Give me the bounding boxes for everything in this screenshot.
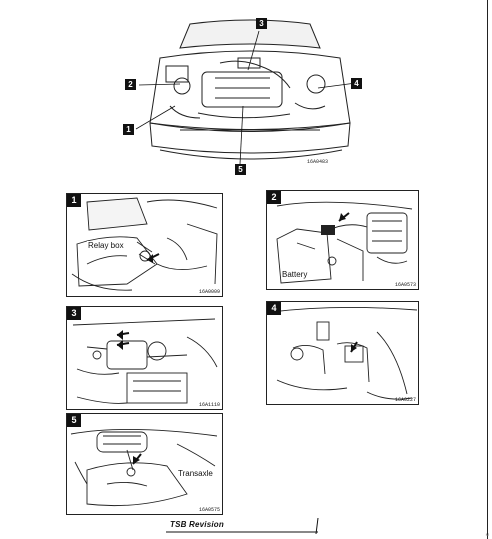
relay-box-label: Relay box (87, 241, 125, 250)
engine-bay-overview: 3 2 4 1 5 16A0483 (120, 18, 370, 176)
panel-2-drawing (276, 201, 413, 284)
tsb-revision-footer: TSB Revision (166, 517, 320, 535)
panel-5: 5 Transaxle 16A0575 (66, 413, 223, 515)
panel-4-code: 16A0227 (394, 397, 416, 403)
callout-2: 2 (125, 79, 136, 90)
transaxle-label: Transaxle (177, 469, 214, 478)
panel-5-drawing (70, 429, 218, 507)
page-edge-line (487, 0, 488, 539)
panel-1-code: 16A0009 (198, 289, 220, 295)
tsb-revision-text: TSB Revision (170, 520, 224, 529)
panel-4-number: 4 (267, 302, 281, 315)
callout-1: 1 (123, 124, 134, 135)
panel-4: 4 16A0227 (266, 301, 419, 405)
panel-5-number: 5 (67, 414, 81, 427)
panel-2-number: 2 (267, 191, 281, 204)
callout-3: 3 (256, 18, 267, 29)
panel-3: 3 16A1110 (66, 306, 223, 410)
overview-code: 16A0483 (307, 159, 329, 165)
corner-mark: M (485, 532, 489, 537)
panel-3-number: 3 (67, 307, 81, 320)
battery-label: Battery (281, 270, 309, 279)
panel-1-number: 1 (67, 194, 81, 207)
panel-2-code: 16A0573 (394, 282, 416, 288)
panel-3-drawing (72, 318, 218, 404)
footer-border (166, 517, 319, 535)
panel-2: 2 Battery 16A0573 (266, 190, 419, 290)
callout-5: 5 (235, 164, 246, 175)
panel-5-code: 16A0575 (198, 507, 220, 513)
panel-4-drawing (270, 306, 418, 400)
panel-3-code: 16A1110 (198, 402, 220, 408)
engine-bay-drawing (135, 19, 357, 165)
callout-4: 4 (351, 78, 362, 89)
panel-1-drawing (71, 197, 218, 291)
panel-1: 1 Relay box 16A0009 (66, 193, 223, 297)
